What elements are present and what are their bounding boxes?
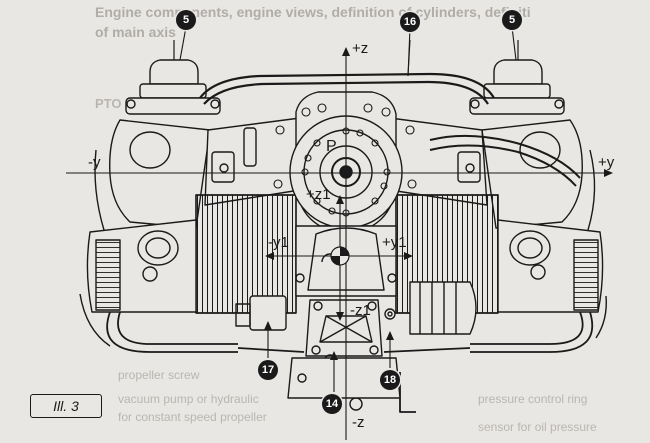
cylinder-head-left <box>79 219 197 347</box>
exhaust-right <box>383 311 594 413</box>
figure-label: Ill. 3 <box>30 394 102 418</box>
oil-filter-right <box>384 281 477 335</box>
bg-text-subheading: of main axis <box>95 24 176 40</box>
point-label-p: P <box>326 138 337 155</box>
right-engine-side <box>389 117 596 231</box>
axis-label-minus-z: -z <box>352 414 365 431</box>
exhaust-left <box>106 311 305 353</box>
axes <box>66 47 613 440</box>
bg-text-propeller: propeller screw <box>118 368 200 382</box>
left-engine-side <box>94 117 301 231</box>
cylinder-head-right <box>497 219 607 339</box>
axis-label-plus-y1: +y1 <box>382 234 407 251</box>
callout-14: 14 <box>322 394 342 414</box>
leader-lines <box>179 26 517 392</box>
origin-symbol <box>330 246 350 266</box>
cylinder-fins-left <box>195 194 297 314</box>
bg-text-constant: for constant speed propeller <box>118 410 267 424</box>
callout-5-right: 5 <box>502 10 522 30</box>
bg-text-heading: Engine components, engine views, definit… <box>95 4 531 20</box>
callout-5-left: 5 <box>176 10 196 30</box>
pump-housing <box>305 299 383 411</box>
sump <box>287 357 401 399</box>
bg-text-vacuum: vacuum pump or hydraulic <box>118 392 259 406</box>
axis-label-plus-y: +y <box>598 154 615 171</box>
callout-17: 17 <box>258 360 278 380</box>
starter-left <box>235 295 287 331</box>
axis-label-minus-z1: -z1 <box>350 302 371 319</box>
carburetor-right <box>469 40 565 115</box>
callout-16: 16 <box>400 12 420 32</box>
callout-18: 18 <box>380 370 400 390</box>
bg-text-pto: PTO <box>95 96 122 111</box>
axis-label-minus-y1: -y1 <box>268 234 289 251</box>
bg-text-sensor: sensor for oil pressure <box>478 420 597 434</box>
axis-label-plus-z: +z <box>352 40 369 57</box>
figure-label-text: Ill. 3 <box>53 398 79 414</box>
axis-label-minus-y: -y <box>88 154 101 171</box>
carburetor-left <box>125 40 221 115</box>
bg-text-pressure: pressure control ring <box>478 392 588 406</box>
axis-label-plus-z1: +z1 <box>306 186 331 203</box>
crankcase-bolts <box>273 103 417 189</box>
